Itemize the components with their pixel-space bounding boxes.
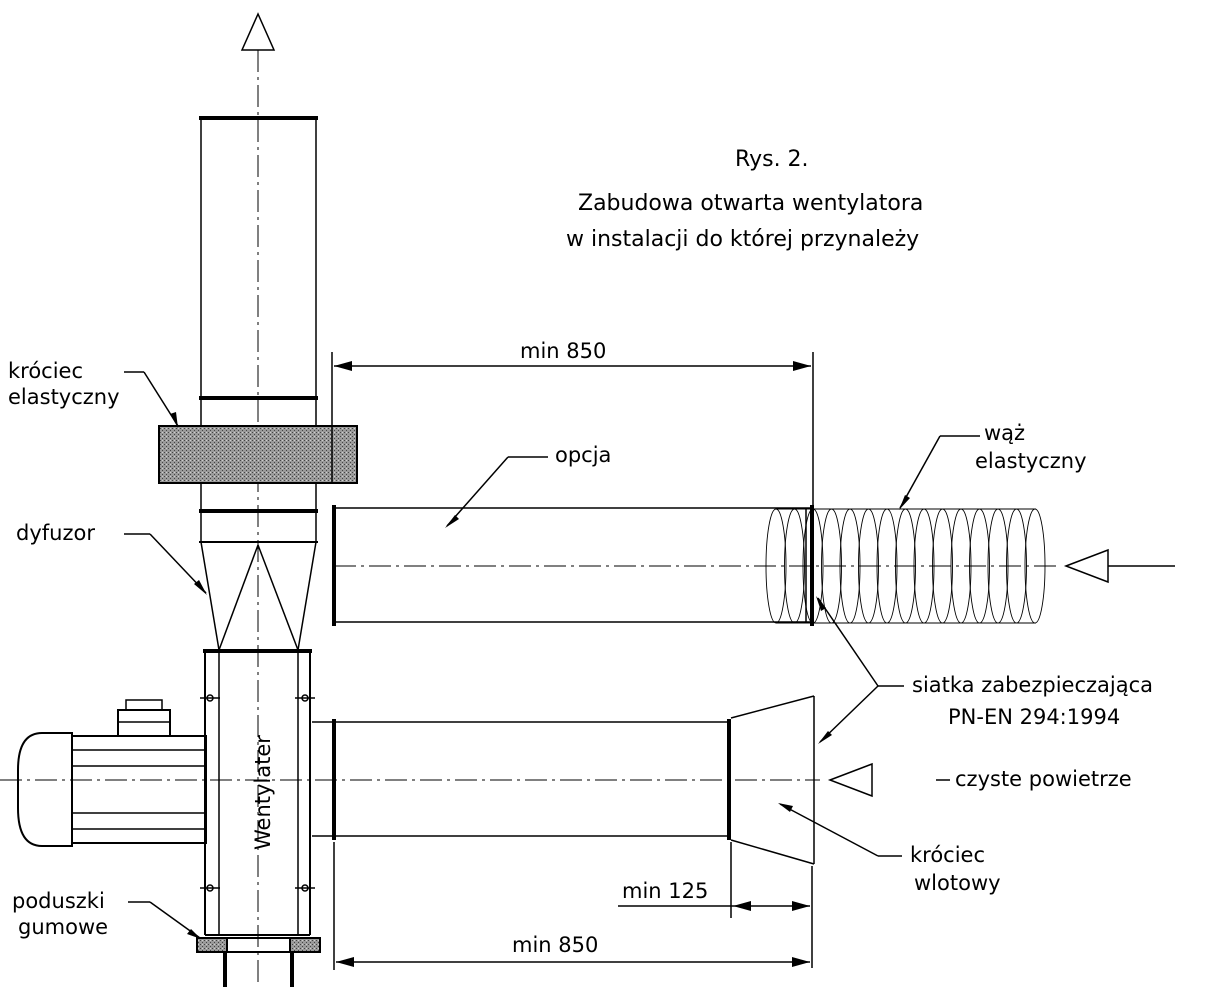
leader-inlet-nozzle — [778, 803, 902, 857]
label-rubber-cushions-1: poduszki — [12, 889, 105, 913]
fan-housing — [200, 649, 315, 936]
exhaust-arrow — [240, 12, 276, 51]
label-safety-mesh-1: siatka zabezpieczająca — [912, 673, 1153, 697]
lower-inlet-duct — [312, 719, 731, 840]
diffuser — [199, 483, 318, 651]
leader-flexible-connector — [124, 371, 179, 428]
dimension-bottom — [333, 842, 810, 970]
clean-air-arrow — [827, 762, 873, 798]
label-safety-mesh-2: PN-EN 294:1994 — [948, 705, 1120, 729]
label-option: opcja — [555, 443, 611, 467]
label-inlet-nozzle-2: wlotowy — [914, 871, 1001, 895]
leader-safety-mesh — [816, 596, 904, 744]
inflow-arrow — [1063, 548, 1175, 584]
motor — [17, 699, 207, 847]
dimension-mid-label: min 125 — [622, 879, 708, 903]
exhaust-duct — [199, 116, 318, 426]
title-line-1: Zabudowa otwarta wentylatora — [578, 191, 923, 216]
leader-option — [445, 456, 548, 528]
label-flexible-connector-1: króciec — [8, 359, 83, 383]
dimension-bottom-label: min 850 — [512, 933, 598, 957]
inlet-cone — [730, 695, 815, 865]
leader-rubber-cushions — [128, 901, 201, 939]
label-inlet-nozzle-1: króciec — [910, 843, 985, 867]
dimension-top — [331, 352, 814, 505]
label-hose-2: elastyczny — [975, 449, 1087, 473]
flexible-connector — [158, 425, 358, 484]
dimension-mid — [618, 842, 813, 968]
title-line-2: w instalacji do której przynależy — [566, 227, 919, 252]
flexible-hose — [765, 508, 1046, 624]
figure-number: Rys. 2. — [735, 147, 809, 172]
dimension-top-label: min 850 — [520, 339, 606, 363]
clean-air-label: czyste powietrze — [955, 767, 1132, 791]
leader-diffuser — [124, 533, 207, 595]
label-flexible-connector-2: elastyczny — [8, 385, 120, 409]
label-rubber-cushions-2: gumowe — [18, 915, 108, 939]
label-hose-1: wąż — [984, 421, 1025, 445]
rubber-cushions — [196, 937, 321, 987]
fan-label: Wentylater — [251, 735, 275, 850]
label-diffuser: dyfuzor — [16, 521, 95, 545]
leader-hose — [899, 435, 980, 510]
